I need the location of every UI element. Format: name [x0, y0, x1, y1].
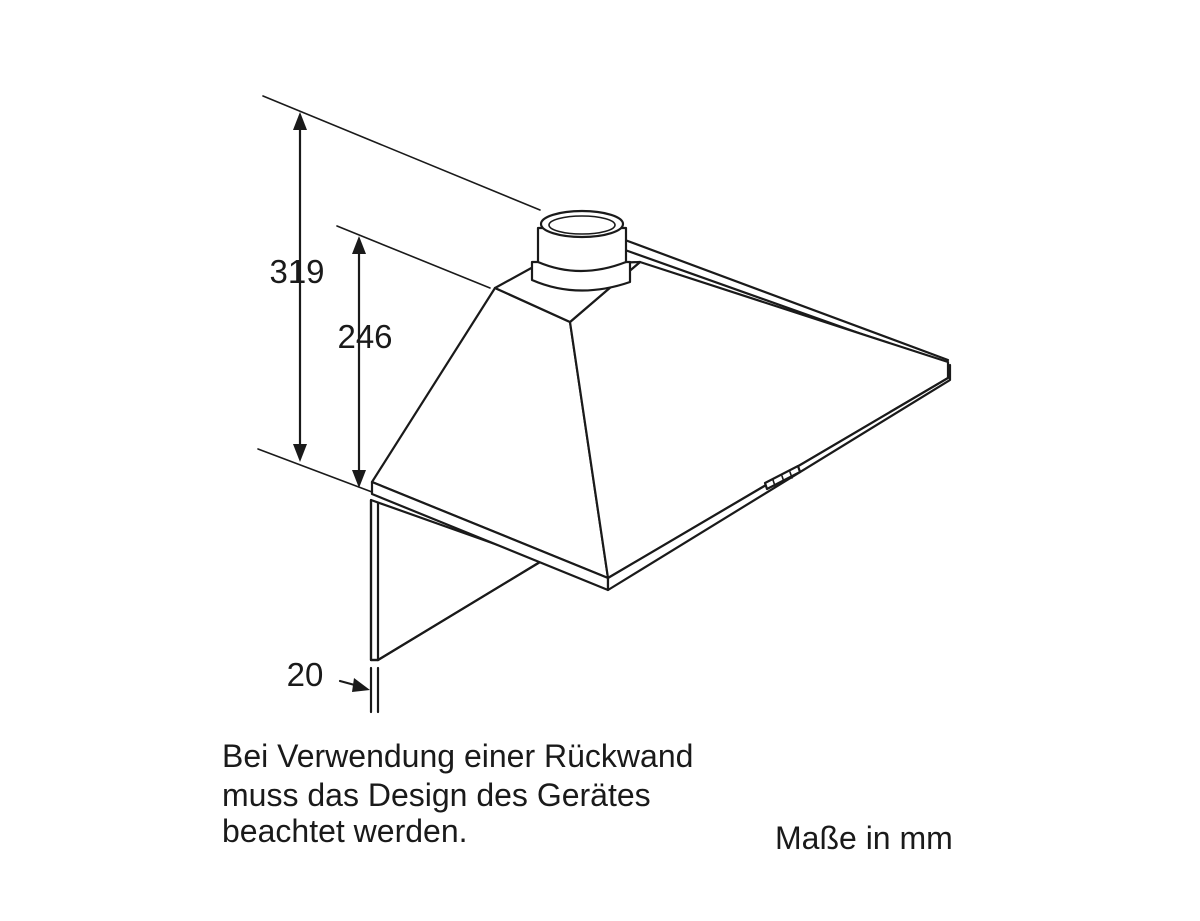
dimension-319-label: 319 — [269, 253, 324, 290]
hood-body — [370, 260, 952, 592]
note-line-3: beachtet werden. — [222, 813, 468, 849]
dimension-319-arrow — [293, 112, 307, 462]
note-line-2: muss das Design des Gerätes — [222, 777, 651, 813]
control-panel — [763, 464, 802, 491]
dimension-246-label: 246 — [337, 318, 392, 355]
exhaust-collar — [530, 209, 632, 292]
dimension-246-arrow — [352, 236, 366, 488]
extension-lines — [257, 95, 541, 493]
dimension-20-label: 20 — [287, 656, 324, 693]
units-label: Maße in mm — [775, 820, 953, 856]
dimension-20-indicator — [338, 666, 380, 714]
note-line-1: Bei Verwendung einer Rückwand — [222, 738, 693, 774]
